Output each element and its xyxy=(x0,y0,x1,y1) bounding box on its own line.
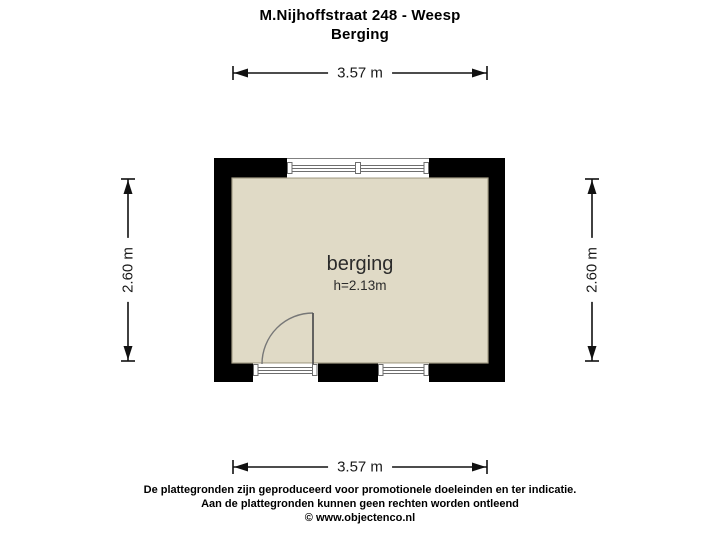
room-floor xyxy=(231,177,489,364)
window-top xyxy=(287,158,429,178)
room-name: berging xyxy=(326,253,394,275)
dimension-label-right: 2.60 m xyxy=(581,238,603,302)
dimension-label-bottom: 3.57 m xyxy=(328,456,392,478)
door-icon xyxy=(261,312,314,365)
door-opening-sill xyxy=(253,363,318,382)
room-label: berging h=2.13m xyxy=(232,252,488,294)
dimension-label-top: 3.57 m xyxy=(328,62,392,84)
footer-disclaimer: De plattegronden zijn geproduceerd voor … xyxy=(0,483,720,525)
page-title-room: Berging xyxy=(330,26,390,43)
page-title-address: M.Nijhoffstraat 248 - Weesp xyxy=(259,7,461,24)
title-block: M.Nijhoffstraat 248 - Weesp Berging xyxy=(0,6,720,44)
copyright-line: © www.objectenco.nl xyxy=(304,512,416,524)
window-bottom-right xyxy=(378,363,429,382)
disclaimer-line-2: Aan de plattegronden kunnen geen rechten… xyxy=(201,498,519,510)
room-ceiling-height: h=2.13m xyxy=(333,278,387,293)
disclaimer-line-1: De plattegronden zijn geproduceerd voor … xyxy=(143,484,577,496)
door-swing-arc xyxy=(261,312,314,365)
dimension-label-left: 2.60 m xyxy=(117,238,139,302)
